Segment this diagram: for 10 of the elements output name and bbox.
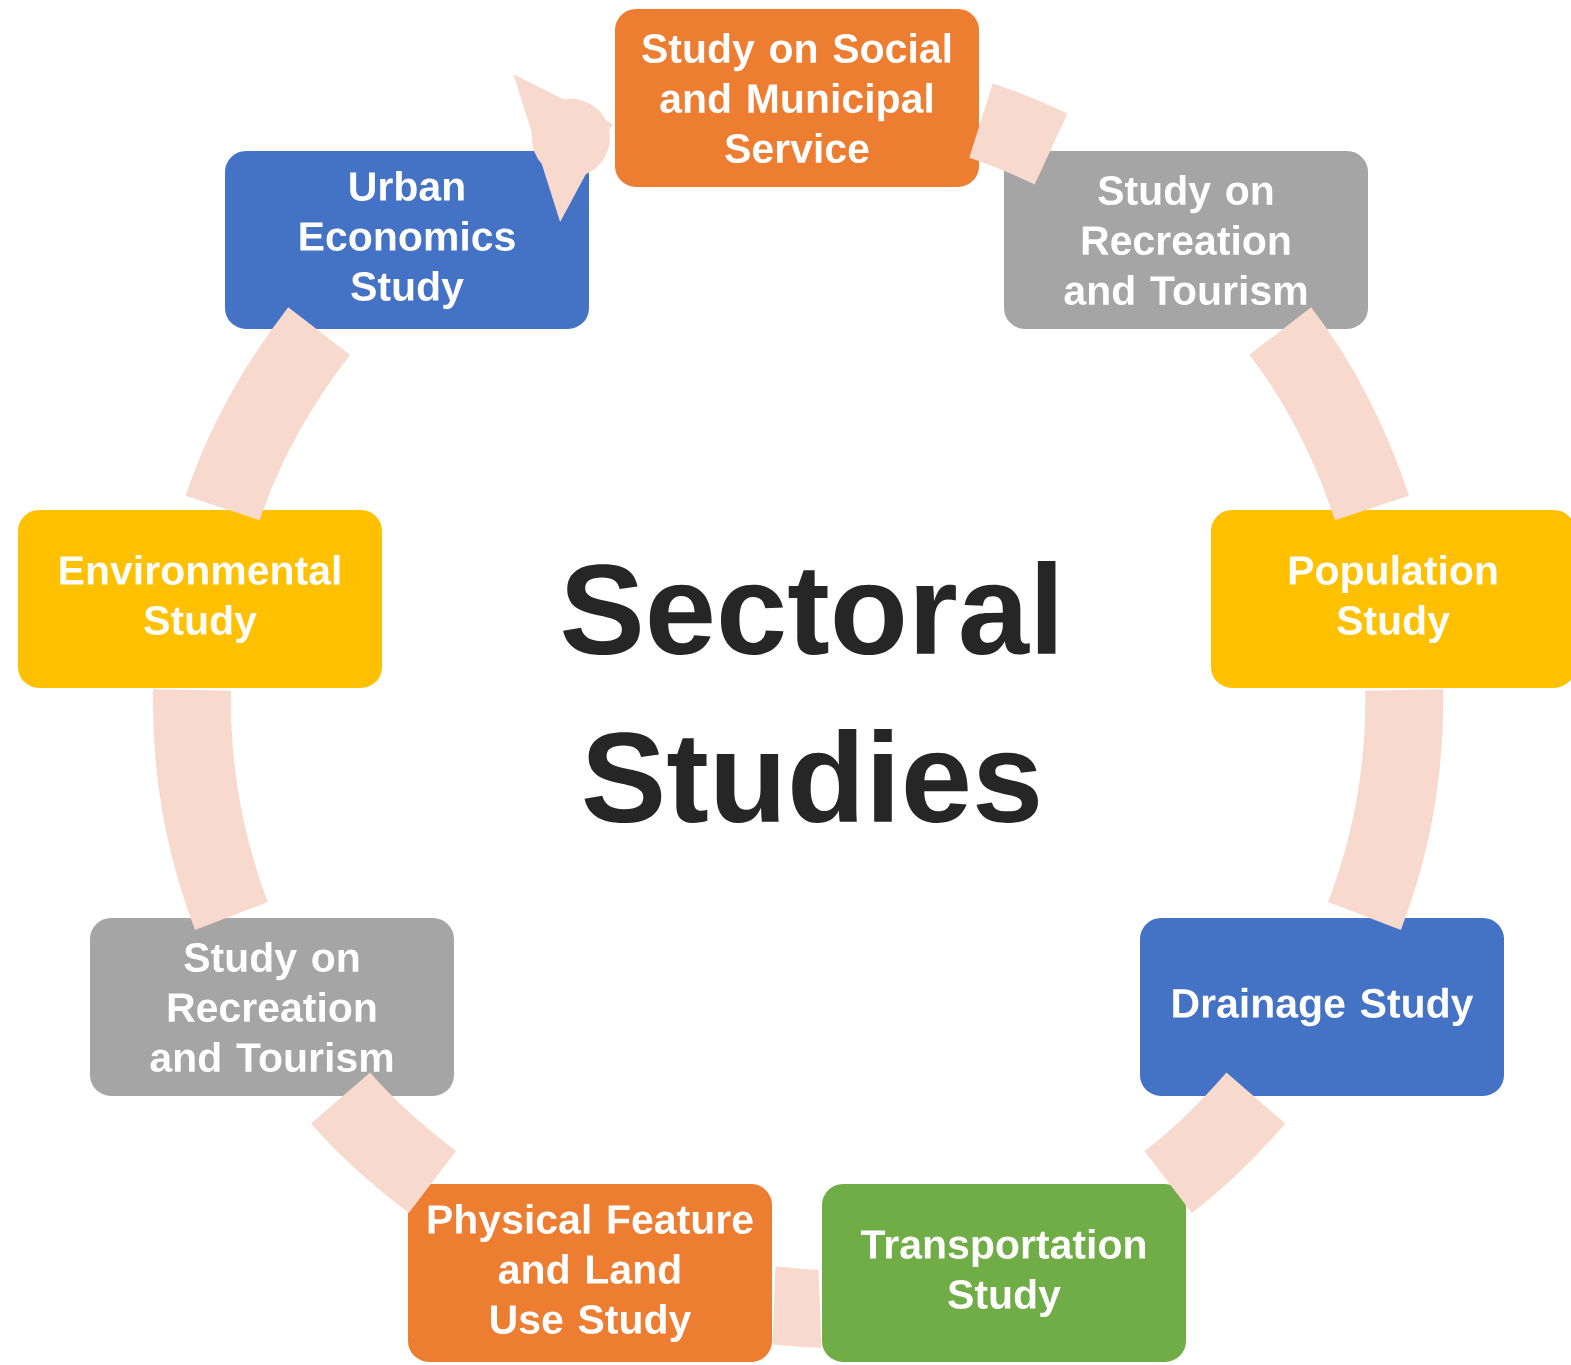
- center-title: Sectoral Studies: [563, 561, 1056, 823]
- study-box: Population Study: [1209, 508, 1571, 690]
- study-box: Study on Social and Municipal Service: [613, 7, 981, 189]
- study-box: Study on Recreation and Tourism: [88, 916, 456, 1098]
- study-box: Environmental Study: [16, 508, 384, 690]
- study-box: Transportation Study: [820, 1182, 1188, 1364]
- study-box: Urban Economics Study: [223, 149, 591, 331]
- study-box: Drainage Study: [1138, 916, 1506, 1098]
- study-box: Physical Feature and Land Use Study: [406, 1182, 774, 1364]
- study-box: Study on Recreation and Tourism: [1002, 149, 1370, 331]
